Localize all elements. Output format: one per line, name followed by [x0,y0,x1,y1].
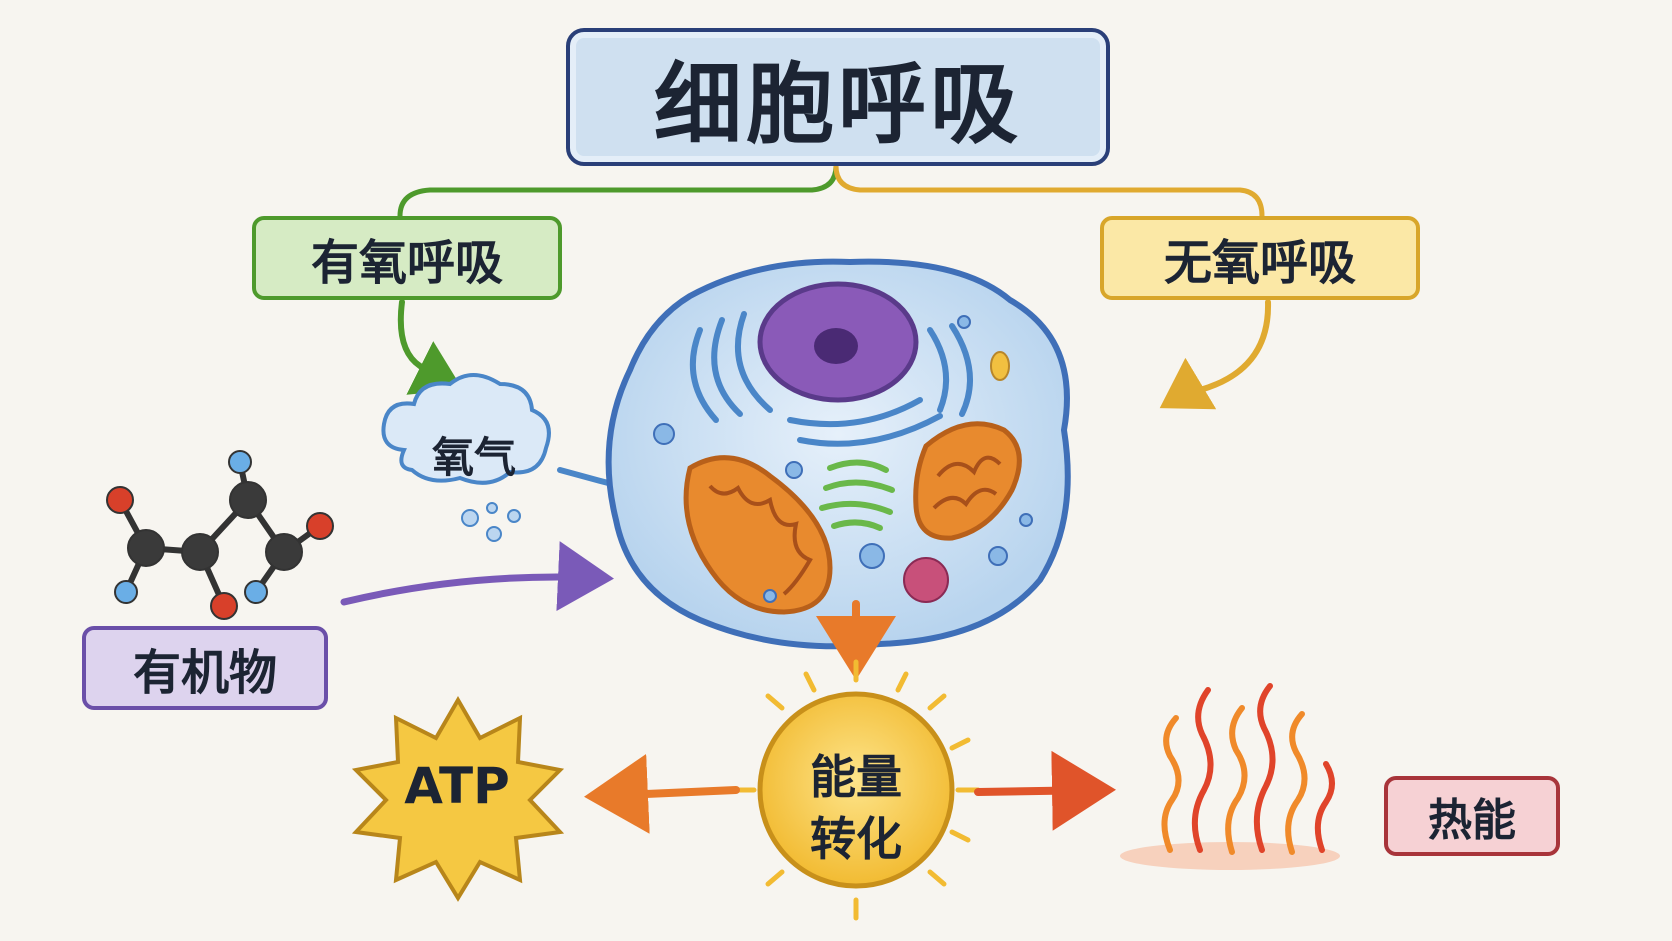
nucleus-icon [757,281,919,403]
branch-connectors [397,163,1265,219]
heat-energy-label: 热能 [1384,776,1560,856]
energy-label-line1: 能量 [810,750,902,804]
mitochondrion-icon [683,455,833,615]
starburst-icon [351,696,565,902]
aerobic-respiration-label: 有氧呼吸 [252,216,562,300]
energy-label-line2: 转化 [810,812,902,866]
vesicles [653,315,1033,603]
molecule-atoms [106,450,334,620]
anaerobic-respiration-label: 无氧呼吸 [1100,216,1420,300]
energy-to-heat-arrow [974,750,1116,831]
golgi-icon [819,459,895,531]
atp-label: ATP [404,757,510,815]
sun-icon [731,659,981,921]
flame-icon [1120,683,1340,870]
page-title: 细胞呼吸 [566,28,1110,166]
anaerobic-arrow [1159,299,1272,410]
organic-matter-label: 有机物 [82,626,328,710]
energy-to-atp-arrow [584,753,740,834]
aerobic-arrow [397,299,463,395]
mitochondrion-icon-2 [913,421,1022,541]
organic-arrow [340,541,614,612]
oxygen-label: 氧气 [431,432,516,482]
energy-conversion-label: 能量 转化 [768,738,944,878]
cloud-icon [381,373,551,542]
